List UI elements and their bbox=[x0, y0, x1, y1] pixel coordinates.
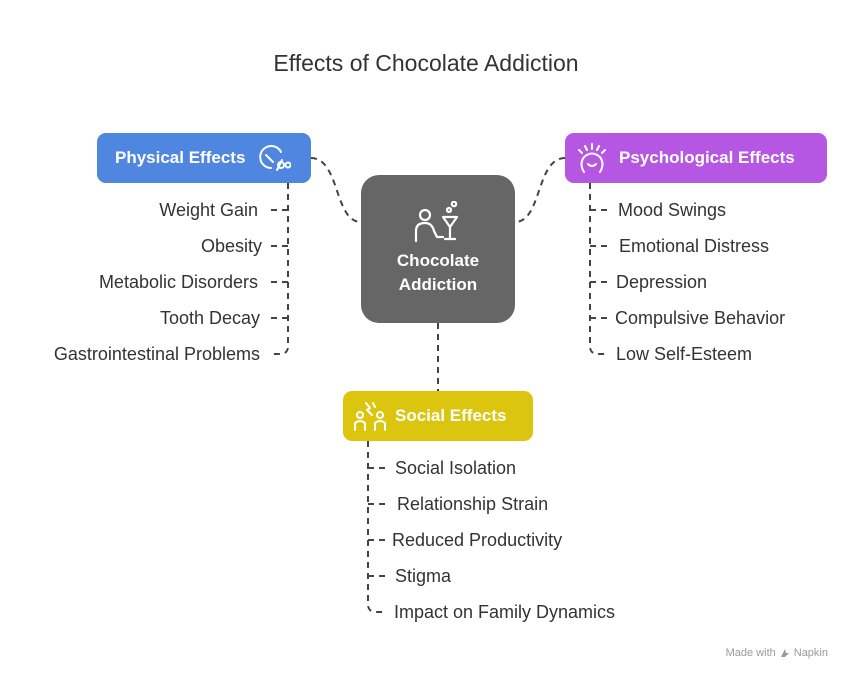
center-label: Chocolate Addiction bbox=[396, 251, 480, 294]
list-item: Low Self-Esteem bbox=[616, 344, 753, 364]
weight-scale-icon bbox=[257, 142, 292, 174]
napkin-brand: Napkin bbox=[793, 647, 828, 659]
psychological-effects-label: Psychological Effects bbox=[619, 148, 795, 167]
list-item: Depression bbox=[616, 272, 708, 292]
center-node: Chocolate Addiction bbox=[361, 175, 515, 323]
diagram-title: Effects of Chocolate Addiction bbox=[273, 50, 579, 76]
list-item: Weight Gain bbox=[159, 200, 258, 220]
list-item: Emotional Distress bbox=[619, 236, 770, 256]
list-item: Compulsive Behavior bbox=[615, 308, 786, 328]
people-conflict-icon bbox=[353, 400, 387, 432]
list-item: Impact on Family Dynamics bbox=[394, 602, 616, 622]
social-effects-node: Social Effects bbox=[343, 391, 533, 441]
social-effects-label: Social Effects bbox=[395, 406, 507, 425]
napkin-logo-icon bbox=[780, 649, 789, 657]
list-item: Obesity bbox=[200, 236, 262, 256]
social-item-spine bbox=[367, 441, 384, 613]
physical-item-spine bbox=[272, 183, 289, 355]
physical-effects-label: Physical Effects bbox=[115, 148, 246, 167]
list-item: Mood Swings bbox=[618, 200, 727, 220]
list-item: Metabolic Disorders bbox=[98, 272, 258, 292]
connector-psychological bbox=[514, 157, 566, 223]
list-item: Relationship Strain bbox=[397, 494, 549, 514]
physical-effects-node: Physical Effects bbox=[97, 133, 311, 183]
psychological-item-spine bbox=[589, 183, 606, 355]
list-item: Gastrointestinal Problems bbox=[53, 344, 260, 364]
list-item: Stigma bbox=[395, 566, 452, 586]
list-item: Reduced Productivity bbox=[392, 530, 563, 550]
connector-physical bbox=[310, 157, 362, 223]
made-with-text: Made with bbox=[725, 647, 776, 659]
list-item: Social Isolation bbox=[395, 458, 517, 478]
person-cocktail-icon bbox=[414, 201, 459, 243]
napkin-watermark: Made with Napkin bbox=[726, 647, 828, 659]
stressed-head-icon bbox=[575, 142, 609, 174]
list-item: Tooth Decay bbox=[159, 308, 260, 328]
psychological-effects-node: Psychological Effects bbox=[565, 133, 827, 183]
